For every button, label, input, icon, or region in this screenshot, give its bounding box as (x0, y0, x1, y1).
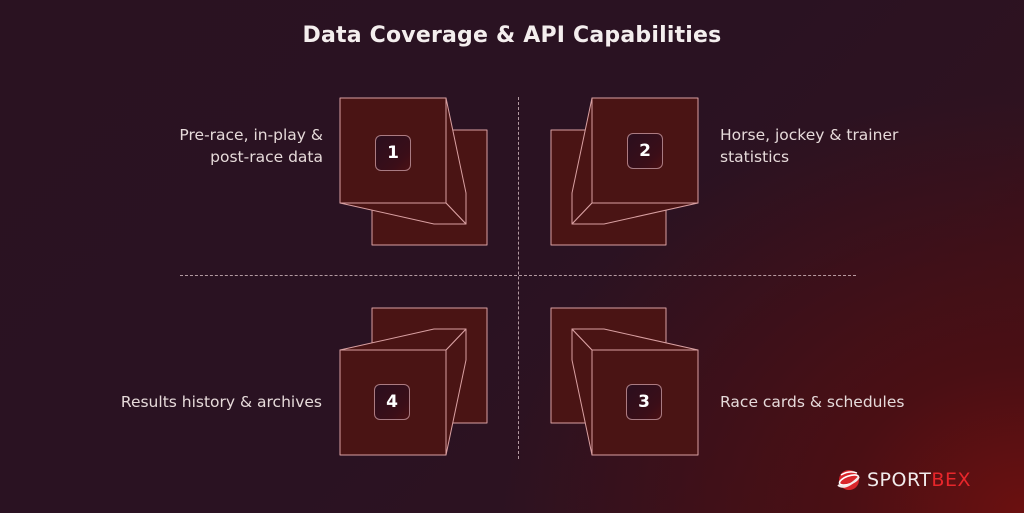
globe-swoosh-icon (837, 470, 860, 490)
item-2-label: Horse, jockey & trainer statistics (720, 124, 898, 168)
cube-4-icon (339, 307, 488, 456)
number-badge-1: 1 (375, 135, 411, 171)
vertical-dashed-divider (518, 97, 519, 459)
cube-2-icon (550, 97, 699, 246)
item-1-label-line2: post-race data (210, 148, 323, 166)
item-4-label-line1: Results history & archives (120, 393, 322, 411)
page-title: Data Coverage & API Capabilities (302, 23, 722, 48)
number-badge-4: 4 (374, 384, 410, 420)
item-3-label: Race cards & schedules (720, 391, 904, 413)
number-badge-2: 2 (627, 133, 663, 169)
item-2-label-line2: statistics (720, 148, 790, 166)
item-1-label-line1: Pre-race, in-play & (179, 126, 323, 144)
logo-word-bex: BEX (931, 469, 971, 491)
number-badge-3: 3 (626, 384, 662, 420)
cube-1-icon (339, 97, 488, 246)
cube-3-icon (550, 307, 699, 456)
item-4-label: Results history & archives (121, 391, 322, 413)
logo-word-sport: SPORT (867, 469, 932, 491)
item-3-label-line1: Race cards & schedules (720, 393, 905, 411)
item-1-label: Pre-race, in-play & post-race data (179, 124, 323, 168)
item-2-label-line1: Horse, jockey & trainer (720, 126, 899, 144)
